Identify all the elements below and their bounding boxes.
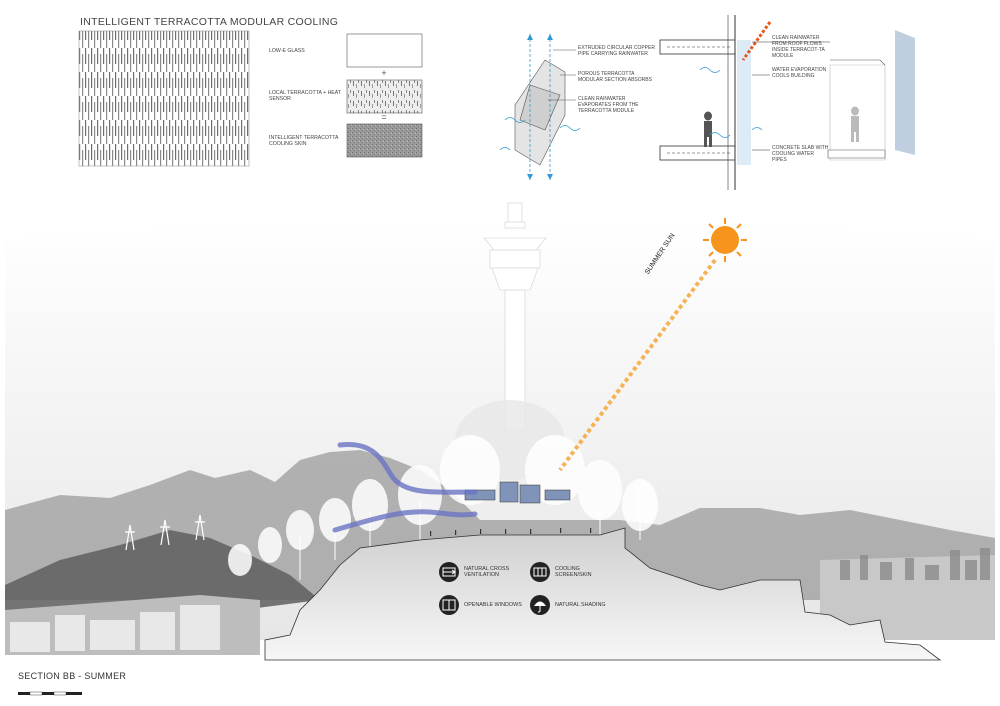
legend-label-ventilation: NATURAL CROSS VENTILATION	[464, 566, 510, 579]
plus-operator: +	[381, 68, 387, 78]
low-e-glass-swatch	[346, 33, 423, 68]
legend-icons	[439, 562, 550, 615]
legend-label-windows: OPENABLE WINDOWS	[464, 602, 522, 608]
module-label-porous: POROUS TERRACOTTA MODULAR SECTION ABSORB…	[578, 71, 652, 83]
tower	[483, 202, 547, 431]
facade-label-flows: CLEAN RAINWATER FROM ROOF FLOWS INSIDE T…	[772, 35, 825, 59]
layer-label-skin: INTELLIGENT TERRACOTTA COOLING SKIN	[269, 135, 339, 148]
facade-label-slab: CONCRETE SLAB WITH COOLING WATER PIPES	[772, 145, 829, 163]
module-label-pipe: EXTRUDED CIRCULAR COPPER PIPE CARRYING R…	[578, 45, 655, 57]
ventilation-icon	[439, 562, 459, 582]
wind-arrows	[332, 441, 478, 533]
legend-label-shading: NATURAL SHADING	[555, 602, 606, 608]
equals-operator: =	[381, 112, 387, 122]
sun-ray	[558, 258, 717, 472]
layer-label-glass: LOW-E GLASS	[269, 48, 305, 54]
facade-diagram	[659, 15, 915, 190]
module-diagram	[499, 34, 581, 180]
sun-icon	[703, 218, 747, 262]
module-label-evaporates: CLEAN RAINWATER EVAPORATES FROM THE TERR…	[578, 96, 639, 114]
legend-label-screen: COOLING SCREEN/SKIN	[555, 566, 592, 579]
umbrella-icon	[530, 595, 550, 615]
scale-bar	[18, 691, 82, 696]
cooling-skin-swatch	[346, 123, 423, 158]
diagram-title: INTELLIGENT TERRACOTTA MODULAR COOLING	[80, 16, 339, 28]
facade-label-evaporation: WATER EVAPORATION COOLS BUILDING	[772, 67, 827, 79]
screen-icon	[530, 562, 550, 582]
window-icon	[439, 595, 459, 615]
building-pods	[464, 481, 571, 504]
local-terracotta-swatch	[346, 79, 423, 114]
ground-section	[264, 527, 942, 661]
section-title: SECTION BB - SUMMER	[18, 671, 127, 681]
layer-label-terracotta: LOCAL TERRACOTTA + HEAT SENSOR	[269, 90, 341, 103]
terracotta-pattern-panel	[78, 30, 250, 167]
